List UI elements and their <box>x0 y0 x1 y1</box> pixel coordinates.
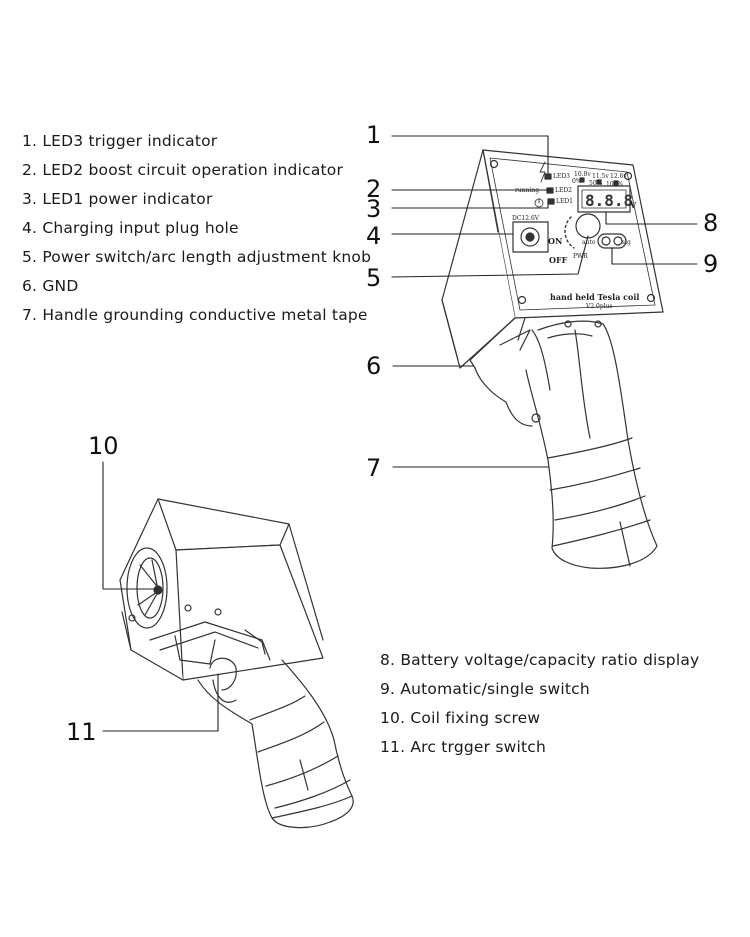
label-dc-input: DC12.6V <box>512 215 540 222</box>
legend-item-led2: 2. LED2 boost circuit operation indicato… <box>22 161 344 179</box>
callout-5: 5 <box>366 264 382 292</box>
label-sig: sig <box>622 239 631 246</box>
device-panel-text: running LED3 LED2 LED1 DC12.6V ON OFF PW… <box>512 171 639 310</box>
label-auto: auto <box>582 239 596 246</box>
callout-9: 9 <box>703 250 719 278</box>
legend-item-gnd: 6. GND <box>22 277 79 295</box>
callout-2: 2 <box>366 175 382 203</box>
callout-8: 8 <box>703 209 719 237</box>
front-view-device <box>442 150 663 568</box>
legend-top: 1. LED3 trigger indicator 2. LED2 boost … <box>22 127 371 330</box>
legend-item-led3: 1. LED3 trigger indicator <box>22 132 218 150</box>
label-pct-3: 100% <box>606 181 623 188</box>
callout-11: 11 <box>66 718 97 746</box>
legend-item-coil-screw: 10. Coil fixing screw <box>380 709 541 727</box>
display-unit: V <box>629 200 637 210</box>
label-version: V2.0plus <box>585 303 613 310</box>
legend-item-charging-hole: 4. Charging input plug hole <box>22 219 239 237</box>
label-volt-2: 11.5v <box>592 173 609 180</box>
callout-4: 4 <box>366 222 382 250</box>
legend-item-metal-tape: 7. Handle grounding conductive metal tap… <box>22 306 368 324</box>
callout-1: 1 <box>366 121 382 149</box>
label-brand: hand held Tesla coil <box>550 292 639 302</box>
callout-6: 6 <box>366 352 382 380</box>
legend-bottom: 8. Battery voltage/capacity ratio displa… <box>380 646 699 762</box>
label-pct-1: 0% <box>572 178 582 185</box>
legend-item-trigger-switch: 11. Arc trgger switch <box>380 738 547 756</box>
callout-3: 3 <box>366 195 382 223</box>
label-led1: LED1 <box>556 198 573 205</box>
legend-item-mode-switch: 9. Automatic/single switch <box>380 680 590 698</box>
label-pct-2: 50% <box>589 180 603 187</box>
label-running: running <box>515 187 539 194</box>
legend-item-power-knob: 5. Power switch/arc length adjustment kn… <box>22 248 372 266</box>
label-led3: LED3 <box>553 173 570 180</box>
rear-view-device <box>120 499 353 828</box>
legend-item-led1: 3. LED1 power indicator <box>22 190 213 208</box>
callout-leaders <box>103 136 697 731</box>
label-on: ON <box>548 236 562 246</box>
label-pwr: PWR <box>573 253 588 260</box>
label-led2: LED2 <box>555 187 572 194</box>
label-off: OFF <box>549 255 568 265</box>
label-volt-3: 12.6v <box>610 173 627 180</box>
display-digits: 8.8.8 <box>585 191 633 210</box>
label-volt-1: 10.8v <box>574 171 591 178</box>
callout-10: 10 <box>88 432 119 460</box>
legend-item-voltage-display: 8. Battery voltage/capacity ratio displa… <box>380 651 700 669</box>
callout-7: 7 <box>366 454 382 482</box>
